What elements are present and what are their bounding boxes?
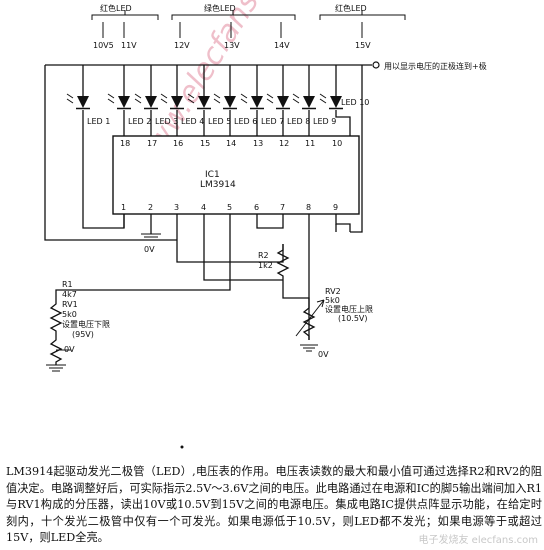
ground-label-3: 0V (64, 345, 75, 354)
ground-label-2: 0V (318, 350, 329, 359)
group-brace-2 (171, 10, 296, 20)
caption-text: LM3914起驱动发光二极管（LED）,电压表的作用。电压表读数的最大和最小值可… (6, 465, 542, 545)
voltage-label-3: 12V (174, 41, 190, 50)
led-label-8: LED 8 (287, 117, 310, 126)
led-symbol-3 (134, 93, 158, 110)
rv1-value: 5k0 (62, 310, 77, 319)
led-symbol-4 (160, 93, 184, 110)
group-brace-1 (91, 10, 159, 20)
led-label-10: LED 10 (341, 98, 369, 107)
led-label-5: LED 5 (208, 117, 231, 126)
ic-bottom-pin-9: 9 (333, 203, 338, 212)
led-label-2: LED 2 (128, 117, 151, 126)
rv1-note2: (95V) (72, 330, 94, 339)
led-symbol-5 (187, 93, 211, 110)
voltage-label-2: 11V (121, 41, 137, 50)
ic-top-pin-10: 10 (332, 139, 342, 148)
ic-bottom-pin-7: 7 (280, 203, 285, 212)
r2-name: R2 (258, 251, 269, 260)
group-brace-3 (319, 10, 406, 20)
ic-name: IC1 (205, 170, 220, 180)
r1-name: R1 (62, 280, 73, 289)
circuit-schematic: www.elecfans.com 红色LED 绿色LED 红色LED 10V5 … (44, 0, 487, 449)
voltage-label-1: 10V5 (93, 41, 114, 50)
ic-bottom-pin-5: 5 (227, 203, 232, 212)
resistor-r2 (276, 244, 290, 280)
ic-bottom-pin-4: 4 (201, 203, 206, 212)
led-label-7: LED 7 (261, 117, 284, 126)
group-label-3: 红色LED (335, 3, 367, 13)
supply-label: 用以显示电压的正极连到+极 (384, 61, 487, 71)
rv2-name: RV2 (325, 287, 341, 296)
rv2-note: 设置电压上限 (325, 304, 373, 314)
potentiometer-rv1 (49, 338, 63, 365)
ground-label-1: 0V (144, 245, 155, 254)
ic-top-pin-15: 15 (200, 139, 210, 148)
ic-bottom-pin-8: 8 (306, 203, 311, 212)
led-label-3: LED 3 (155, 117, 178, 126)
r1-value: 4k7 (62, 290, 77, 299)
led-symbol-1 (66, 93, 90, 110)
voltage-label-6: 15V (355, 41, 371, 50)
led-label-1: LED 1 (87, 117, 110, 126)
ic-bottom-pin-2: 2 (148, 203, 153, 212)
ic-top-pin-13: 13 (253, 139, 263, 148)
led-symbol-8 (266, 93, 290, 110)
led-label-9: LED 9 (313, 117, 336, 126)
r2-value: 1k2 (258, 261, 273, 270)
ic-bottom-pin-6: 6 (254, 203, 259, 212)
rv1-name: RV1 (62, 300, 78, 309)
ic-bottom-pin-1: 1 (121, 203, 126, 212)
potentiometer-rv2 (282, 280, 316, 340)
led-symbol-7 (240, 93, 264, 110)
site-footer-mark: 电子发烧友 elecfans.com (418, 535, 539, 546)
ic-top-pin-12: 12 (279, 139, 289, 148)
group-label-1: 红色LED (100, 3, 132, 13)
led-label-6: LED 6 (234, 117, 257, 126)
led-symbol-6 (213, 93, 237, 110)
led-symbol-2 (107, 93, 131, 110)
led-symbol-10 (319, 93, 343, 110)
rv2-note2: (10.5V) (338, 314, 368, 323)
rv2-value: 5k0 (325, 296, 340, 305)
ic-bottom-pin-3: 3 (174, 203, 179, 212)
voltage-label-5: 14V (274, 41, 290, 50)
led-label-4: LED 4 (181, 117, 204, 126)
resistor-r1 (49, 298, 63, 338)
group-label-2: 绿色LED (204, 3, 236, 13)
ic-top-pin-17: 17 (147, 139, 157, 148)
rv1-note: 设置电压下限 (62, 319, 110, 329)
led-symbol-9 (292, 93, 316, 110)
supply-terminal (372, 61, 380, 69)
ground-symbol (141, 233, 161, 241)
ic-top-pin-11: 11 (305, 139, 315, 148)
ic-lm3914 (112, 135, 360, 215)
voltage-label-4: 13V (224, 41, 240, 50)
ic-part: LM3914 (200, 180, 236, 190)
ic-top-pin-14: 14 (226, 139, 236, 148)
ic-top-pin-16: 16 (173, 139, 183, 148)
ic-top-pin-18: 18 (120, 139, 130, 148)
